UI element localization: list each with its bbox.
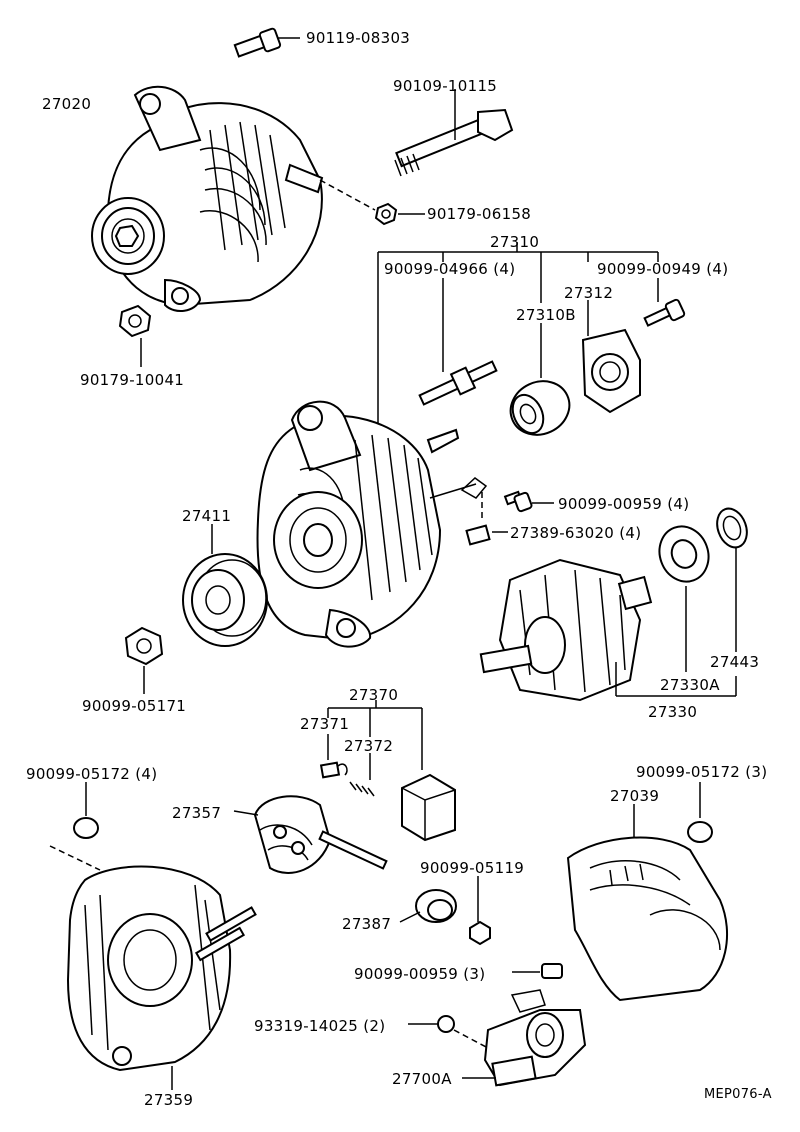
screw-90099-00959 xyxy=(512,963,563,979)
label-90099-00959-3: 90099-00959 (3) xyxy=(354,965,486,983)
screw-90099-00959-and-insulator xyxy=(460,477,554,546)
nut-90099-05171 xyxy=(124,626,164,694)
label-90099-00959-4: 90099-00959 (4) xyxy=(558,495,690,513)
label-90119-08303: 90119-08303 xyxy=(306,29,411,47)
bracket-27310 xyxy=(377,242,659,430)
label-27387: 27387 xyxy=(342,915,392,933)
label-27370: 27370 xyxy=(349,686,399,704)
label-27371: 27371 xyxy=(300,715,350,733)
alternator-assembly-27020 xyxy=(91,85,324,312)
nut-90099-05172-3 xyxy=(687,782,713,843)
label-90099-04966: 90099-04966 (4) xyxy=(384,260,516,278)
regulator-27700A xyxy=(462,989,587,1087)
nut-90099-05119 xyxy=(469,876,491,946)
label-90179-06158: 90179-06158 xyxy=(427,205,532,223)
label-90179-10041: 90179-10041 xyxy=(80,371,185,389)
drive-end-frame xyxy=(256,400,477,648)
retainer-plate-27312 xyxy=(581,328,641,414)
through-bolt-90109-10115 xyxy=(394,89,514,177)
label-27330: 27330 xyxy=(648,703,698,721)
bearing-cover-27443 xyxy=(716,507,748,549)
label-27359: 27359 xyxy=(144,1091,194,1109)
label-27411: 27411 xyxy=(182,507,232,525)
label-90109-10115: 90109-10115 xyxy=(393,77,498,95)
label-90099-05119: 90099-05119 xyxy=(420,859,525,877)
rectifier-holder-27357 xyxy=(233,795,388,874)
label-27310B: 27310B xyxy=(516,306,576,324)
label-93319-14025: 93319-14025 (2) xyxy=(254,1017,386,1035)
nut-90179-10041 xyxy=(118,304,152,367)
label-90099-05172-4: 90099-05172 (4) xyxy=(26,765,158,783)
bolt-90119-08303 xyxy=(233,27,300,58)
rear-cover-27039 xyxy=(566,804,728,1002)
bush-27387 xyxy=(399,889,457,923)
label-27700A: 27700A xyxy=(392,1070,452,1088)
label-27443: 27443 xyxy=(710,653,760,671)
label-27330A: 27330A xyxy=(660,676,720,694)
screw-90099-00949 xyxy=(643,298,686,327)
label-90099-00949: 90099-00949 (4) xyxy=(597,260,729,278)
label-90099-05171: 90099-05171 xyxy=(82,697,187,715)
rotor-assembly-27330 xyxy=(479,548,737,702)
diagram-code: MEP076-A xyxy=(704,1087,772,1102)
label-27039: 27039 xyxy=(610,787,660,805)
label-27020: 27020 xyxy=(42,95,92,113)
bearing-27330A xyxy=(658,525,710,583)
nut-90099-05172-4 xyxy=(49,782,101,871)
washer-93319-14025 xyxy=(408,1015,489,1049)
label-27357: 27357 xyxy=(172,804,222,822)
brush-holder-27370 xyxy=(319,700,456,842)
stud-bolt-90099-04966 xyxy=(418,360,498,406)
label-27310: 27310 xyxy=(490,233,540,251)
label-27389-63020: 27389-63020 (4) xyxy=(510,524,642,542)
label-27372: 27372 xyxy=(344,737,394,755)
nut-90179-06158 xyxy=(319,179,425,226)
rear-end-frame-27359 xyxy=(66,865,257,1090)
bearing-27310B xyxy=(509,380,571,436)
label-27312: 27312 xyxy=(564,284,614,302)
pulley-27411 xyxy=(182,524,268,647)
label-90099-05172-3: 90099-05172 (3) xyxy=(636,763,768,781)
